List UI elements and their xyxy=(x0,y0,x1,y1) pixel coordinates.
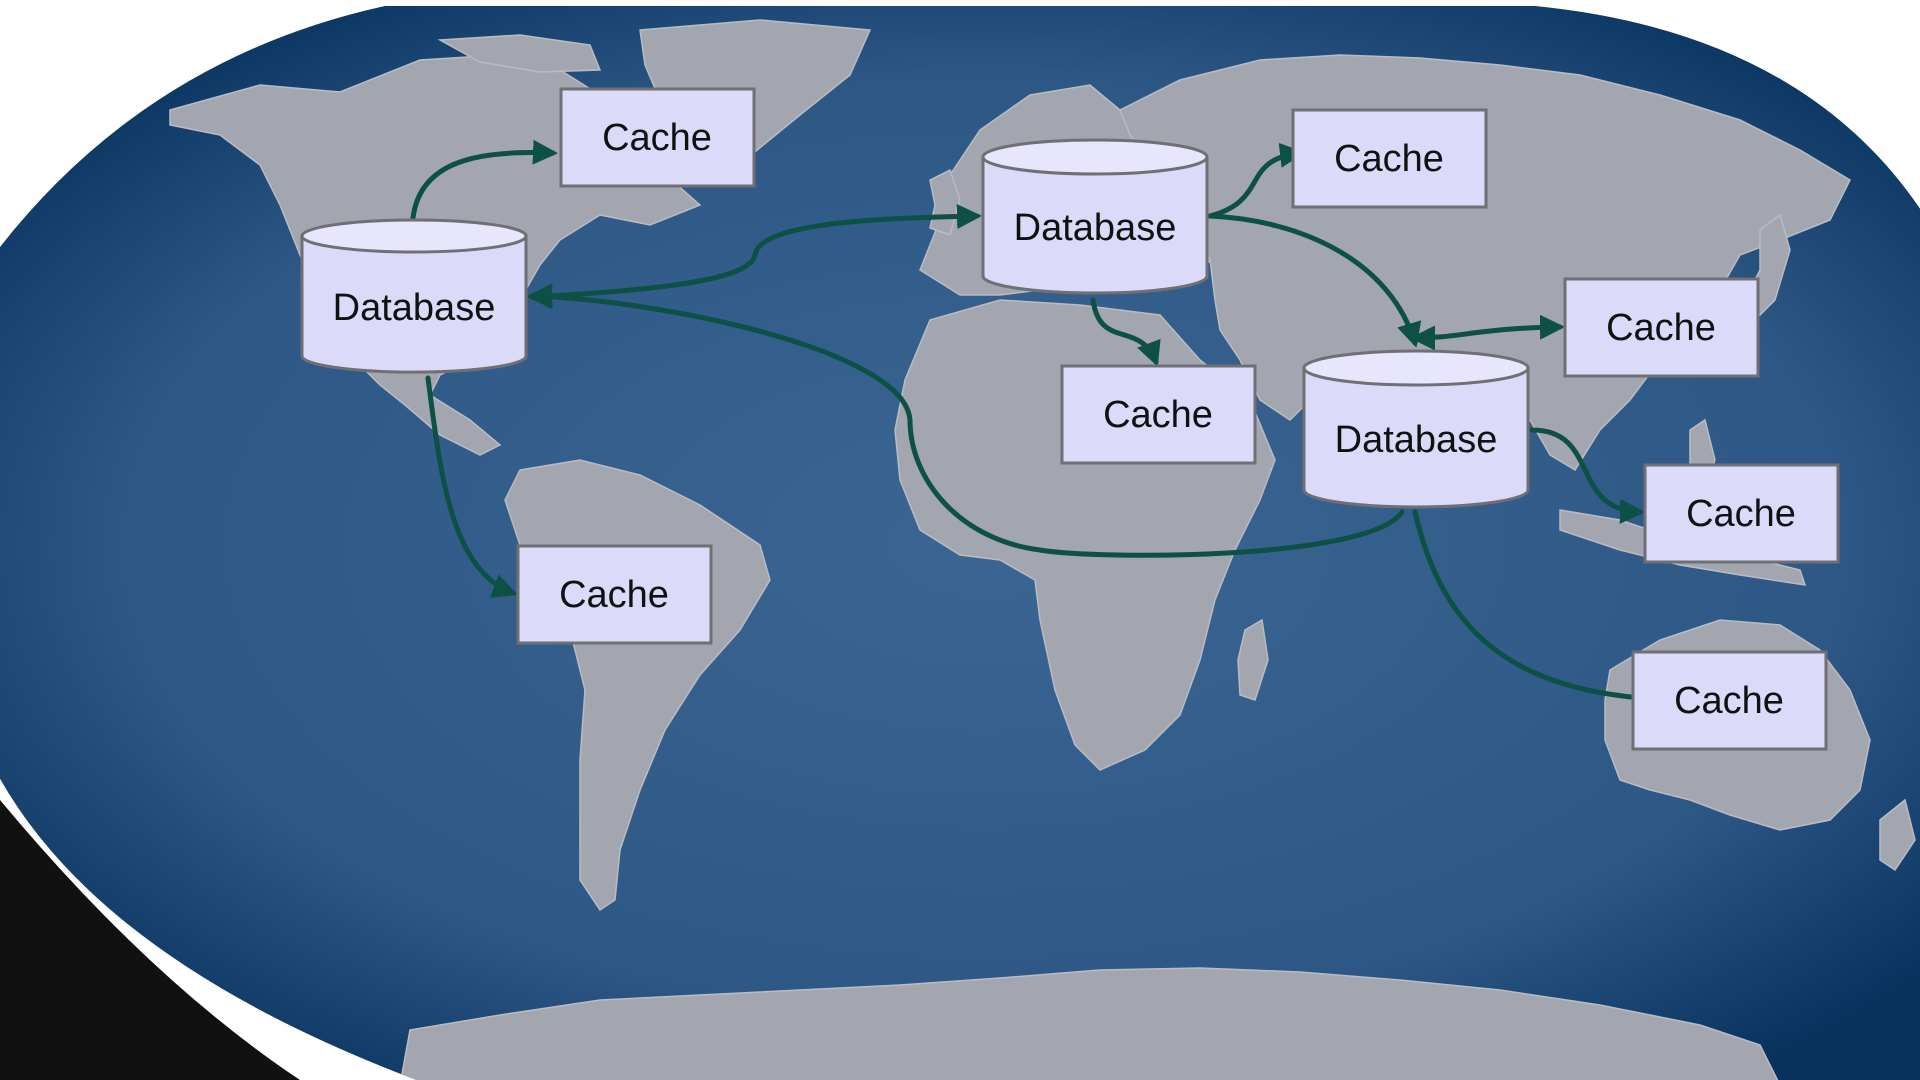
cache-north-america: Cache xyxy=(559,87,756,188)
madagascar xyxy=(1237,618,1269,701)
cache-southeast-asia: Cache xyxy=(1643,463,1840,564)
new-zealand xyxy=(1879,798,1916,872)
arrow-db-europe-to-cache-russia xyxy=(1207,142,1305,219)
arrow-db-americas-to-cache-south-america xyxy=(425,375,518,598)
arrow-db-asia-to-cache-southeast-asia xyxy=(1529,427,1645,524)
cache-south-america-label: Cache xyxy=(559,574,669,616)
dark-corner xyxy=(0,800,300,1080)
arrow-db-asia-cache-east-asia xyxy=(1410,314,1565,351)
connection-arrows xyxy=(410,139,1660,711)
arrow-db-europe-to-db-asia xyxy=(1207,213,1422,348)
cache-north-america-label: Cache xyxy=(602,117,712,159)
cache-africa-label: Cache xyxy=(1103,394,1213,436)
cache-east-asia-label: Cache xyxy=(1606,307,1716,349)
database-asia: Database xyxy=(1302,349,1530,509)
arrow-db-americas-db-europe xyxy=(527,204,982,309)
antarctica-landmass xyxy=(399,967,1782,1080)
cache-southeast-asia-label: Cache xyxy=(1686,493,1796,535)
cache-east-asia: Cache xyxy=(1563,277,1760,378)
database-americas: Database xyxy=(300,218,528,374)
cache-south-america: Cache xyxy=(516,544,713,645)
database-asia-label: Database xyxy=(1335,419,1498,461)
arrow-db-asia-to-db-americas xyxy=(527,284,1405,558)
arrow-db-europe-to-cache-africa xyxy=(1090,297,1161,367)
database-americas-label: Database xyxy=(333,287,496,329)
arctic-islands xyxy=(437,34,602,73)
database-europe: Database xyxy=(981,138,1209,295)
cache-australia-label: Cache xyxy=(1674,680,1784,722)
cache-africa: Cache xyxy=(1060,364,1257,465)
cache-australia: Cache xyxy=(1631,650,1828,751)
cache-russia: Cache xyxy=(1291,108,1488,209)
arrow-db-americas-to-cache-north-america xyxy=(410,139,558,221)
cache-russia-label: Cache xyxy=(1334,138,1444,180)
arrow-db-asia-to-cache-australia xyxy=(1412,509,1660,711)
database-europe-label: Database xyxy=(1014,207,1177,249)
